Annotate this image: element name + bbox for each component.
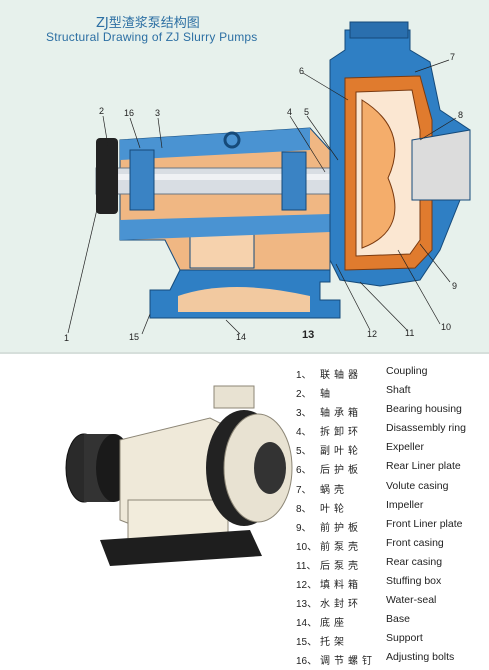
callout-13: 13: [302, 329, 314, 341]
discharge-flange: [349, 21, 409, 39]
callout-11: 11: [405, 328, 414, 338]
drawing-title-cn: ZJ型渣浆泵结构图: [96, 16, 200, 31]
photo-base: [100, 530, 262, 566]
callout-7: 7: [450, 52, 455, 62]
lifting-eye: [223, 131, 241, 149]
pump-cross-section: 1 2 3 4 5 6 7 8 9 10 11 12 13 14 15 16: [64, 21, 471, 343]
bearing-rear: [281, 151, 307, 211]
callout-5: 5: [304, 107, 309, 117]
impeller: [361, 99, 396, 249]
callout-1: 1: [64, 333, 69, 343]
pulley-body: [84, 434, 114, 502]
coupling: [96, 138, 118, 214]
callout-10: 10: [441, 322, 451, 332]
callout-8: 8: [458, 110, 463, 120]
suction-inlet: [411, 129, 471, 201]
bearing-front: [129, 149, 155, 211]
callout-15: 15: [129, 332, 139, 342]
pump-head-back: [206, 410, 282, 526]
callout-2: 2: [99, 106, 104, 116]
callout-3: 3: [155, 108, 160, 118]
callout-12: 12: [367, 329, 377, 339]
pulley-face: [96, 434, 132, 502]
housing-bottom: [120, 214, 330, 240]
base-cavity: [178, 287, 310, 312]
drawing-title-en: Structural Drawing of ZJ Slurry Pumps: [46, 30, 258, 44]
callout-9: 9: [452, 281, 457, 291]
callout-16: 16: [124, 108, 134, 118]
pulley: [65, 433, 103, 503]
leader-lines: [67, 59, 457, 335]
frame: [119, 417, 227, 533]
frame-lower: [127, 499, 229, 541]
callout-6: 6: [299, 66, 304, 76]
section-divider: [0, 352, 489, 354]
suction-eye: [254, 442, 286, 494]
pump-head: [223, 413, 293, 523]
callout-14: 14: [236, 332, 246, 342]
callout-4: 4: [287, 107, 292, 117]
housing-top: [120, 128, 310, 160]
shaft-highlight: [96, 174, 356, 180]
discharge-nozzle: [213, 385, 255, 409]
